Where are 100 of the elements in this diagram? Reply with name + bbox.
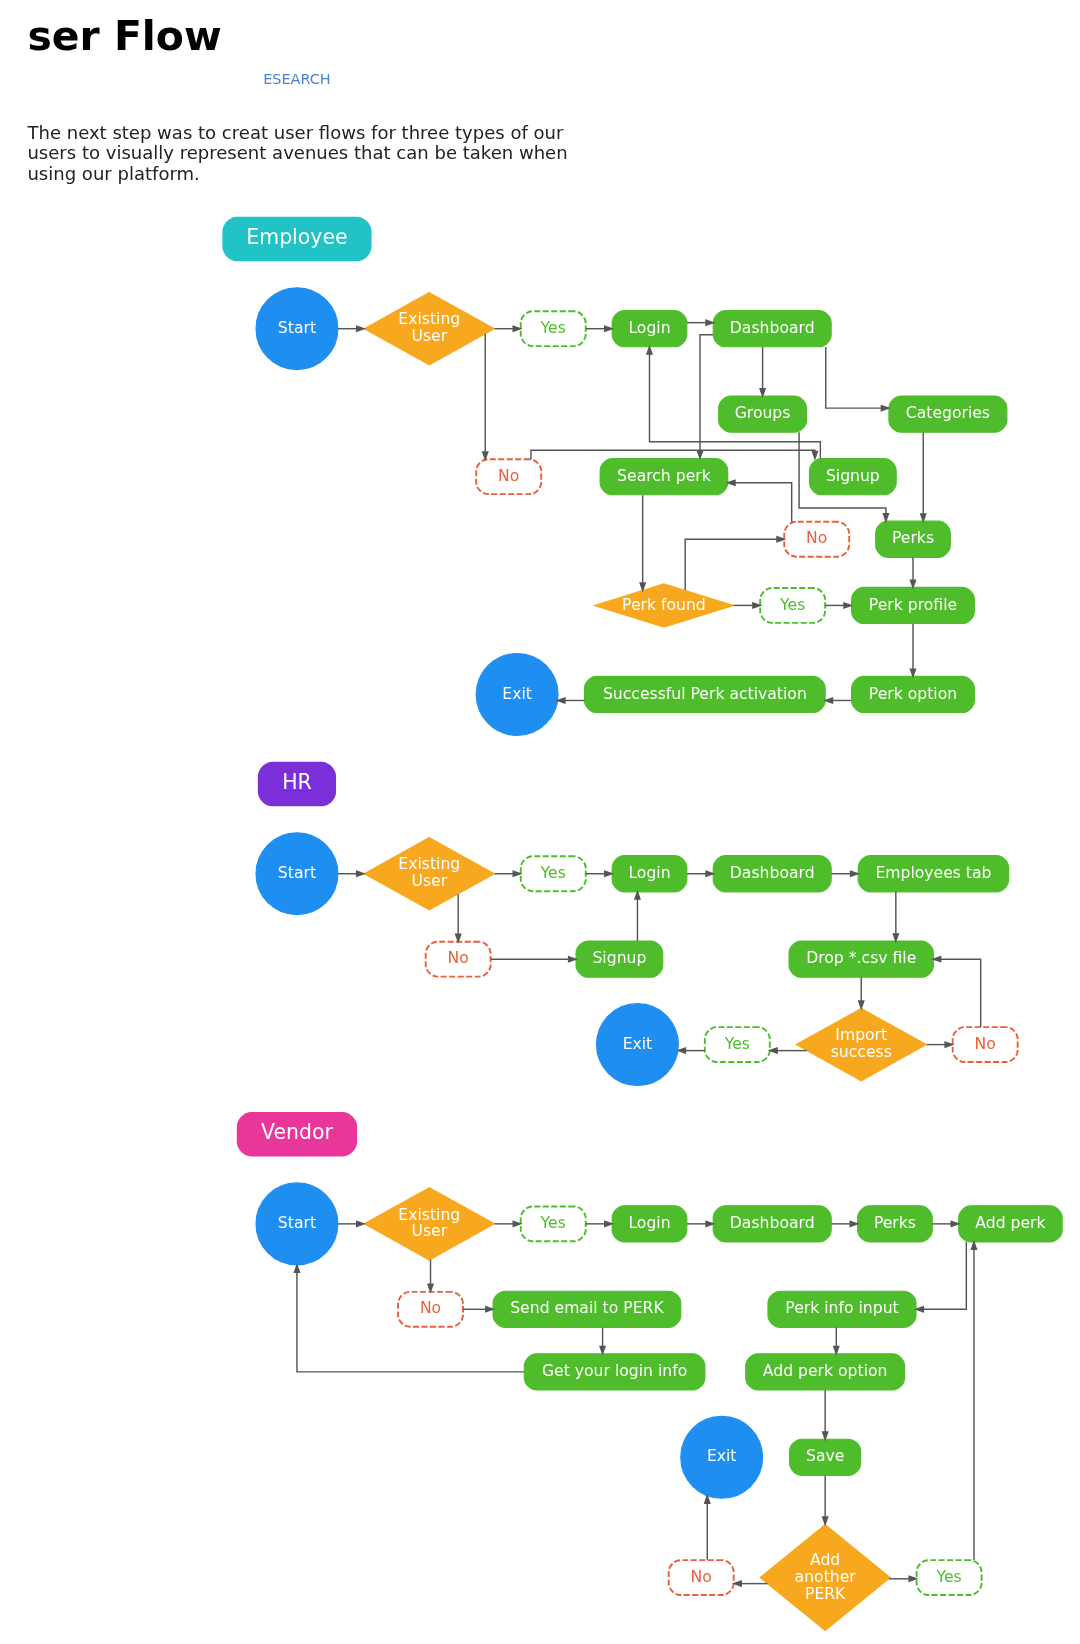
arrow bbox=[555, 696, 586, 704]
node-box: Yes bbox=[915, 1559, 983, 1596]
node-box: Search perk bbox=[599, 458, 729, 496]
arrow bbox=[337, 870, 367, 878]
node-diamond: Existing User bbox=[363, 1187, 496, 1261]
arrow bbox=[824, 601, 854, 609]
arrow bbox=[823, 696, 852, 704]
node-box: Vendor bbox=[236, 1111, 358, 1157]
arrow bbox=[686, 870, 716, 878]
arrow bbox=[530, 449, 819, 461]
arrow bbox=[857, 976, 865, 1011]
node-box: No bbox=[783, 520, 851, 558]
arrow bbox=[639, 494, 647, 593]
node-diamond: Import success bbox=[795, 1007, 928, 1082]
arrow bbox=[970, 1239, 978, 1561]
node-box: Login bbox=[611, 310, 688, 348]
arrow bbox=[686, 319, 716, 327]
arrow bbox=[909, 623, 917, 679]
node-box: Successful Perk activation bbox=[583, 675, 826, 714]
node-box: Employees tab bbox=[857, 855, 1010, 893]
arrow bbox=[909, 556, 917, 590]
node-box: Yes bbox=[703, 1026, 771, 1063]
node-box: Groups bbox=[718, 395, 808, 433]
node-box: HR bbox=[257, 761, 337, 807]
arrow bbox=[696, 334, 714, 461]
arrow bbox=[585, 870, 615, 878]
node-box: Yes bbox=[759, 587, 827, 624]
arrow bbox=[684, 535, 787, 591]
node-box: Perk option bbox=[851, 675, 975, 714]
node-box: Perks bbox=[875, 520, 951, 558]
node-box: Dashboard bbox=[712, 1205, 832, 1243]
node-box: Add perk option bbox=[745, 1353, 906, 1391]
arrow bbox=[725, 479, 793, 523]
node-diamond: Existing User bbox=[363, 291, 496, 366]
node-circle: Start bbox=[255, 1182, 339, 1266]
arrow bbox=[337, 1220, 367, 1228]
label: The next step was to creat user flows for three types of our users to visually represent avenues that can be taken when using our platform. bbox=[27, 121, 568, 184]
arrow bbox=[830, 870, 861, 878]
arrow bbox=[821, 1474, 829, 1527]
arrow bbox=[676, 1047, 706, 1055]
arrow bbox=[462, 1305, 496, 1313]
arrow bbox=[337, 325, 367, 333]
arrow bbox=[645, 344, 822, 460]
node-box: No bbox=[951, 1026, 1019, 1063]
arrow bbox=[830, 1220, 860, 1228]
arrow bbox=[481, 333, 489, 462]
node-box: Yes bbox=[519, 1205, 587, 1243]
arrow bbox=[832, 1326, 840, 1356]
arrow bbox=[493, 870, 523, 878]
label: ESEARCH bbox=[263, 70, 331, 87]
node-circle: Exit bbox=[680, 1415, 764, 1499]
node-circle: Exit bbox=[475, 652, 559, 736]
arrow bbox=[825, 346, 891, 412]
arrow bbox=[767, 1047, 808, 1055]
arrow bbox=[293, 1262, 525, 1373]
arrow bbox=[731, 1580, 769, 1588]
arrow bbox=[759, 346, 767, 399]
diagram-title: ser Flow bbox=[27, 11, 222, 60]
node-box: No bbox=[424, 940, 492, 978]
arrow bbox=[703, 1493, 711, 1561]
node-box: Perks bbox=[857, 1205, 933, 1243]
arrow bbox=[686, 1220, 716, 1228]
arrow bbox=[633, 889, 641, 942]
node-box: Add perk bbox=[958, 1205, 1063, 1243]
node-box: Save bbox=[789, 1438, 862, 1476]
node-box: Signup bbox=[575, 940, 664, 978]
arrow bbox=[426, 1258, 435, 1294]
node-diamond: Existing User bbox=[363, 836, 496, 911]
arrow bbox=[490, 955, 578, 963]
node-box: Login bbox=[611, 1205, 688, 1243]
node-box: Dashboard bbox=[712, 855, 832, 893]
node-box: Perk profile bbox=[851, 586, 975, 625]
arrow bbox=[493, 1220, 523, 1228]
node-box: Login bbox=[611, 855, 688, 893]
node-box: Categories bbox=[888, 395, 1008, 433]
arrow bbox=[798, 431, 890, 524]
node-diamond: Add another PERK bbox=[759, 1523, 892, 1632]
node-box: Yes bbox=[519, 855, 587, 893]
arrow bbox=[919, 431, 927, 524]
node-circle: Start bbox=[255, 832, 339, 916]
node-box: Yes bbox=[519, 310, 587, 348]
arrow bbox=[913, 1241, 968, 1313]
node-box: Send email to PERK bbox=[492, 1290, 682, 1328]
arrow bbox=[931, 955, 982, 1028]
node-box: No bbox=[667, 1559, 735, 1596]
node-circle: Exit bbox=[595, 1003, 679, 1087]
arrow bbox=[821, 1389, 829, 1442]
arrow bbox=[888, 1575, 919, 1583]
arrow bbox=[599, 1326, 607, 1356]
arrow bbox=[493, 325, 523, 333]
node-box: Drop *.csv file bbox=[788, 940, 935, 978]
arrow bbox=[931, 1220, 961, 1228]
node-box: Signup bbox=[808, 458, 897, 496]
node-box: Perk info input bbox=[767, 1290, 917, 1328]
arrow bbox=[892, 891, 900, 944]
node-box: No bbox=[475, 458, 543, 496]
node-box: Get your login info bbox=[523, 1353, 706, 1391]
arrow bbox=[585, 325, 615, 333]
arrow bbox=[925, 1041, 955, 1049]
arrow bbox=[585, 1220, 615, 1228]
